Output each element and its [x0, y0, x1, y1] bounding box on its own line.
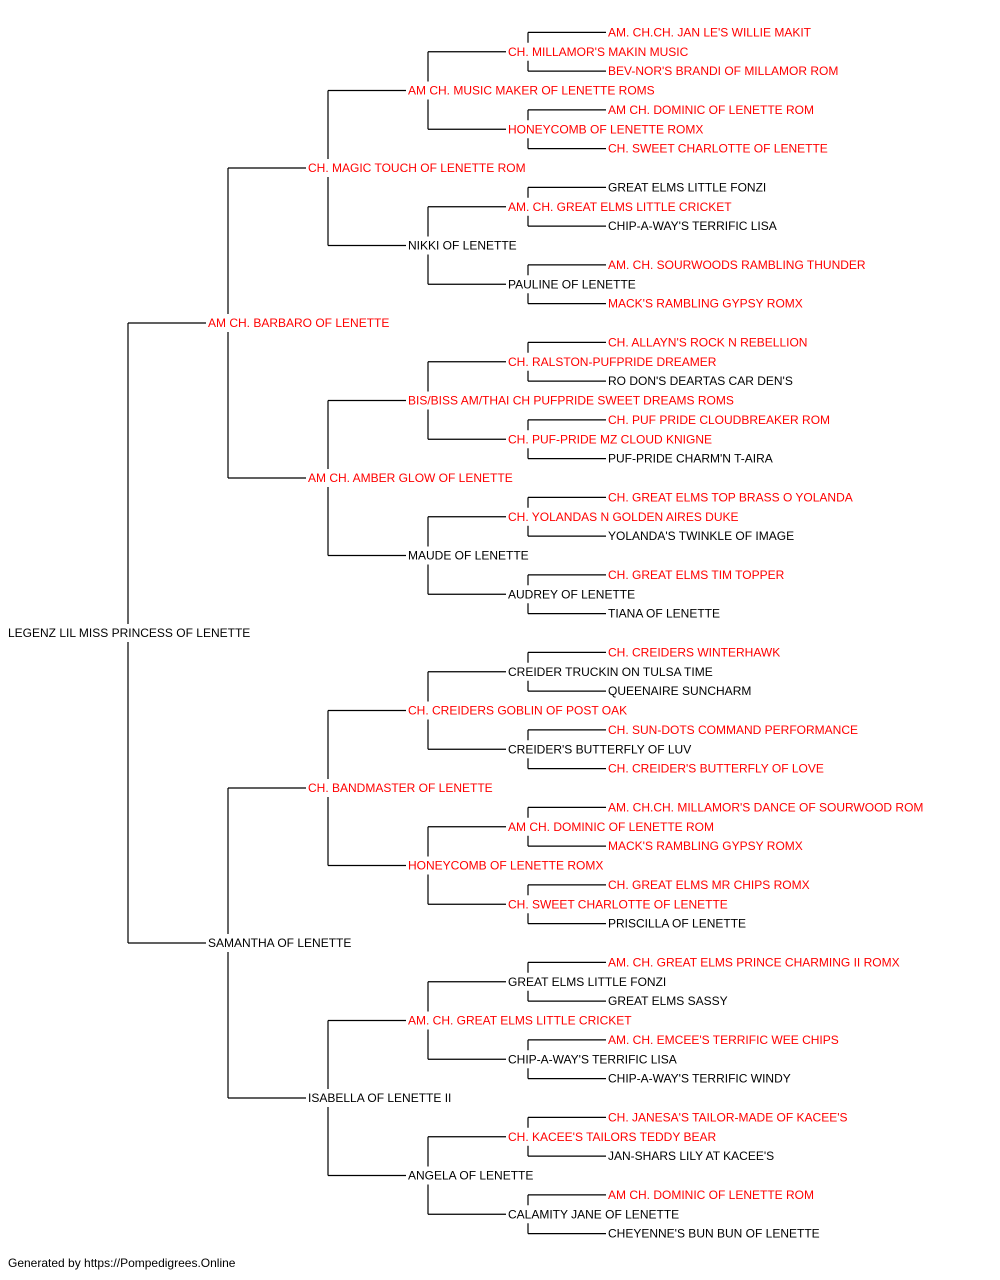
- ancestor-name: MACK'S RAMBLING GYPSY ROMX: [608, 839, 803, 853]
- ancestor-name: AM. CH. GREAT ELMS PRINCE CHARMING II RO…: [608, 955, 900, 969]
- ancestor-name: BIS/BISS AM/THAI CH PUFPRIDE SWEET DREAM…: [408, 394, 734, 408]
- ancestor-name: CHIP-A-WAY'S TERRIFIC LISA: [608, 219, 777, 233]
- ancestor-name: AM. CH.CH. MILLAMOR'S DANCE OF SOURWOOD …: [608, 800, 923, 814]
- ancestor-name: CH. YOLANDAS N GOLDEN AIRES DUKE: [508, 510, 739, 524]
- ancestor-name: CH. KACEE'S TAILORS TEDDY BEAR: [508, 1130, 716, 1144]
- ancestor-name: ISABELLA OF LENETTE II: [308, 1091, 451, 1105]
- ancestor-name: AM CH. BARBARO OF LENETTE: [208, 316, 389, 330]
- ancestor-name: GREAT ELMS SASSY: [608, 994, 728, 1008]
- ancestor-name: NIKKI OF LENETTE: [408, 239, 517, 253]
- ancestor-name: ANGELA OF LENETTE: [408, 1169, 533, 1183]
- ancestor-name: CH. MAGIC TOUCH OF LENETTE ROM: [308, 161, 526, 175]
- ancestor-name: PRISCILLA OF LENETTE: [608, 917, 746, 931]
- ancestor-name: BEV-NOR'S BRANDI OF MILLAMOR ROM: [608, 64, 838, 78]
- ancestor-name: CH. CREIDERS GOBLIN OF POST OAK: [408, 704, 627, 718]
- ancestor-name: CHIP-A-WAY'S TERRIFIC LISA: [508, 1052, 677, 1066]
- ancestor-name: CH. CREIDERS WINTERHAWK: [608, 645, 780, 659]
- ancestor-name: GREAT ELMS LITTLE FONZI: [508, 975, 666, 989]
- ancestor-name: AM CH. DOMINIC OF LENETTE ROM: [508, 820, 714, 834]
- ancestor-name: GREAT ELMS LITTLE FONZI: [608, 180, 766, 194]
- ancestor-name: HONEYCOMB OF LENETTE ROMX: [408, 859, 603, 873]
- ancestor-name: YOLANDA'S TWINKLE OF IMAGE: [608, 529, 794, 543]
- ancestor-name: CH. ALLAYN'S ROCK N REBELLION: [608, 335, 807, 349]
- ancestor-name: CH. BANDMASTER OF LENETTE: [308, 781, 493, 795]
- ancestor-name: MAUDE OF LENETTE: [408, 549, 529, 563]
- subject-name: LEGENZ LIL MISS PRINCESS OF LENETTE: [8, 626, 250, 640]
- ancestor-name: AM CH. DOMINIC OF LENETTE ROM: [608, 1188, 814, 1202]
- ancestor-name: AM CH. AMBER GLOW OF LENETTE: [308, 471, 513, 485]
- ancestor-name: AM. CH. GREAT ELMS LITTLE CRICKET: [408, 1014, 632, 1028]
- ancestor-name: AM. CH. GREAT ELMS LITTLE CRICKET: [508, 200, 732, 214]
- ancestor-name: AUDREY OF LENETTE: [508, 587, 635, 601]
- ancestor-name: CH. JANESA'S TAILOR-MADE OF KACEE'S: [608, 1110, 848, 1124]
- ancestor-name: PAULINE OF LENETTE: [508, 277, 636, 291]
- ancestor-name: RO DON'S DEARTAS CAR DEN'S: [608, 374, 793, 388]
- ancestor-name: AM CH. MUSIC MAKER OF LENETTE ROMS: [408, 84, 655, 98]
- ancestor-name: CH. RALSTON-PUFPRIDE DREAMER: [508, 355, 717, 369]
- ancestor-name: AM. CH. EMCEE'S TERRIFIC WEE CHIPS: [608, 1033, 839, 1047]
- ancestor-name: PUF-PRIDE CHARM'N T-AIRA: [608, 452, 773, 466]
- ancestor-name: CH. MILLAMOR'S MAKIN MUSIC: [508, 45, 689, 59]
- ancestor-name: CH. GREAT ELMS MR CHIPS ROMX: [608, 878, 810, 892]
- ancestor-name: CALAMITY JANE OF LENETTE: [508, 1207, 679, 1221]
- ancestor-name: CH. GREAT ELMS TIM TOPPER: [608, 568, 785, 582]
- ancestor-name: CREIDER TRUCKIN ON TULSA TIME: [508, 665, 713, 679]
- ancestor-name: HONEYCOMB OF LENETTE ROMX: [508, 122, 703, 136]
- ancestor-name: TIANA OF LENETTE: [608, 607, 720, 621]
- ancestor-name: CH. PUF PRIDE CLOUDBREAKER ROM: [608, 413, 830, 427]
- ancestor-name: SAMANTHA OF LENETTE: [208, 936, 351, 950]
- footer-credit: Generated by https://Pompedigrees.Online: [8, 1256, 236, 1270]
- ancestor-name: CH. SWEET CHARLOTTE OF LENETTE: [608, 142, 828, 156]
- ancestor-name: CH. PUF-PRIDE MZ CLOUD KNIGNE: [508, 432, 712, 446]
- ancestor-name: AM. CH. SOURWOODS RAMBLING THUNDER: [608, 258, 866, 272]
- ancestor-name: CHIP-A-WAY'S TERRIFIC WINDY: [608, 1072, 791, 1086]
- ancestor-name: CREIDER'S BUTTERFLY OF LUV: [508, 742, 691, 756]
- ancestor-name: CH. SUN-DOTS COMMAND PERFORMANCE: [608, 723, 858, 737]
- ancestor-name: QUEENAIRE SUNCHARM: [608, 684, 751, 698]
- ancestor-name: CH. CREIDER'S BUTTERFLY OF LOVE: [608, 762, 824, 776]
- ancestor-name: CH. GREAT ELMS TOP BRASS O YOLANDA: [608, 490, 853, 504]
- ancestor-name: AM. CH.CH. JAN LE'S WILLIE MAKIT: [608, 25, 812, 39]
- ancestor-name: CHEYENNE'S BUN BUN OF LENETTE: [608, 1227, 820, 1241]
- ancestor-name: JAN-SHARS LILY AT KACEE'S: [608, 1149, 774, 1163]
- ancestor-name: CH. SWEET CHARLOTTE OF LENETTE: [508, 897, 728, 911]
- ancestor-name: MACK'S RAMBLING GYPSY ROMX: [608, 297, 803, 311]
- ancestor-name: AM CH. DOMINIC OF LENETTE ROM: [608, 103, 814, 117]
